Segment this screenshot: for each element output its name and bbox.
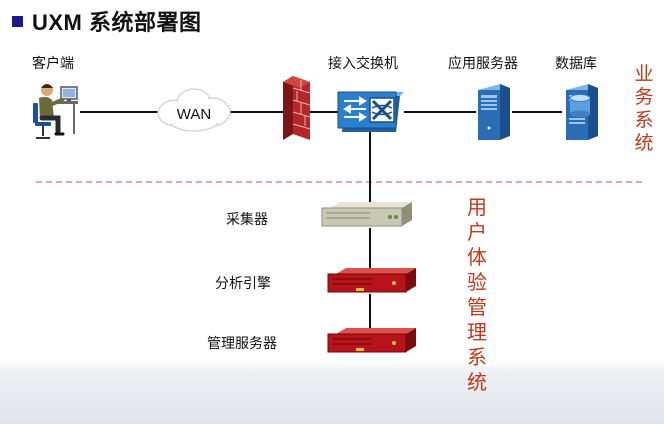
access-switch-icon: [337, 91, 404, 132]
database-label: 数据库: [555, 55, 597, 71]
title-text: UXM 系统部署图: [32, 10, 202, 35]
firewall-icon: [283, 76, 311, 140]
database-icon: [566, 84, 598, 140]
analysis-engine-appliance-icon: [327, 268, 416, 293]
connection-lines: [80, 111, 562, 332]
app-server-label: 应用服务器: [448, 55, 518, 71]
analysis-engine-label: 分析引擎: [215, 275, 271, 291]
management-server-appliance-icon: [327, 328, 416, 353]
management-server-label: 管理服务器: [207, 335, 277, 351]
page-title: UXM 系统部署图: [12, 6, 202, 36]
switch-label: 接入交换机: [328, 55, 398, 71]
collector-appliance-icon: [321, 202, 412, 227]
collector-label: 采集器: [226, 211, 268, 227]
client-label: 客户端: [32, 55, 74, 71]
title-bullet-icon: [12, 15, 23, 27]
client-user-icon: [33, 84, 78, 139]
section-divider: [36, 181, 642, 183]
wan-label: WAN: [177, 106, 211, 123]
business-system-label: 业务系统: [634, 64, 654, 154]
wan-cloud-icon: WAN: [157, 88, 231, 132]
database-cylinder-icon: [569, 94, 591, 118]
user-experience-system-label: 用户体验管理系统: [467, 197, 487, 394]
app-server-icon: [478, 84, 510, 140]
